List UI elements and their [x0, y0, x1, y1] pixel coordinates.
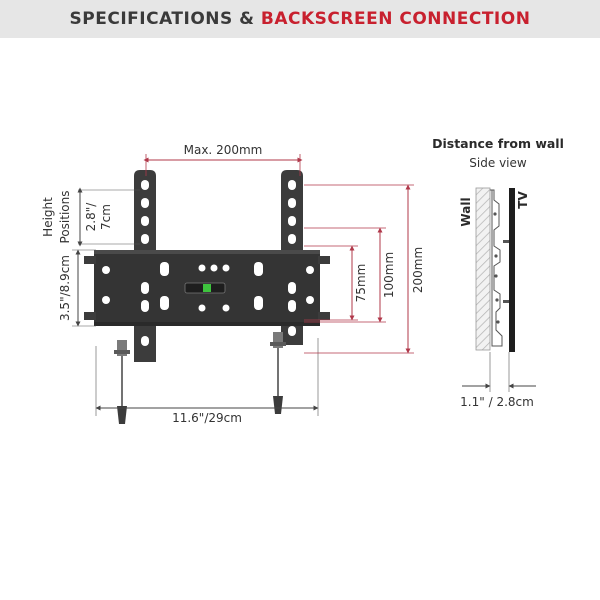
- wall-label: Wall: [459, 197, 473, 226]
- overall-width-dimension: 11.6"/29cm: [95, 338, 319, 425]
- max-width-label: Max. 200mm: [184, 143, 263, 157]
- title-part-specifications: SPECIFICATIONS &: [69, 9, 261, 29]
- vesa-75-label: 75mm: [354, 264, 368, 303]
- wall-bracket: [84, 170, 330, 424]
- height-positions-value: 2.8"/: [84, 202, 98, 232]
- plate-height-dimension: 3.5"/8.9cm: [58, 249, 96, 327]
- bubble-level-icon: [184, 282, 226, 294]
- left-safety-cord: [114, 340, 130, 424]
- max-width-dimension: Max. 200mm: [143, 143, 303, 176]
- height-positions-dimension: Height Positions 2.8"/ 7cm: [41, 187, 140, 247]
- bracket-profile: [490, 189, 503, 347]
- vesa-200-dimension: 200mm: [304, 184, 425, 354]
- header-bar: SPECIFICATIONS & BACKSCREEN CONNECTION: [0, 0, 600, 38]
- page-title: SPECIFICATIONS & BACKSCREEN CONNECTION: [70, 9, 531, 29]
- positions-label: Positions: [58, 191, 72, 244]
- vesa-100-label: 100mm: [382, 252, 396, 298]
- wall-section: [475, 187, 491, 351]
- height-positions-value-metric: 7cm: [99, 204, 113, 230]
- side-view-title: Distance from wall: [432, 136, 564, 151]
- wall-distance-label: 1.1" / 2.8cm: [460, 395, 534, 409]
- width-label: 11.6"/29cm: [172, 411, 242, 425]
- right-safety-cord: [270, 332, 286, 414]
- side-view-drawing: Wall TV: [459, 187, 530, 352]
- height-label: Height: [41, 197, 55, 237]
- vesa-200-label: 200mm: [411, 247, 425, 293]
- plate-height-label: 3.5"/8.9cm: [58, 255, 72, 321]
- vesa-75-dimension: 75mm: [304, 245, 368, 321]
- tv-panel: [509, 188, 515, 352]
- vesa-100-dimension: 100mm: [304, 227, 396, 323]
- tv-label: TV: [516, 191, 530, 209]
- side-view-subtitle: Side view: [469, 156, 527, 170]
- title-part-backscreen: BACKSCREEN CONNECTION: [260, 9, 531, 29]
- wall-distance-dimension: 1.1" / 2.8cm: [460, 352, 536, 409]
